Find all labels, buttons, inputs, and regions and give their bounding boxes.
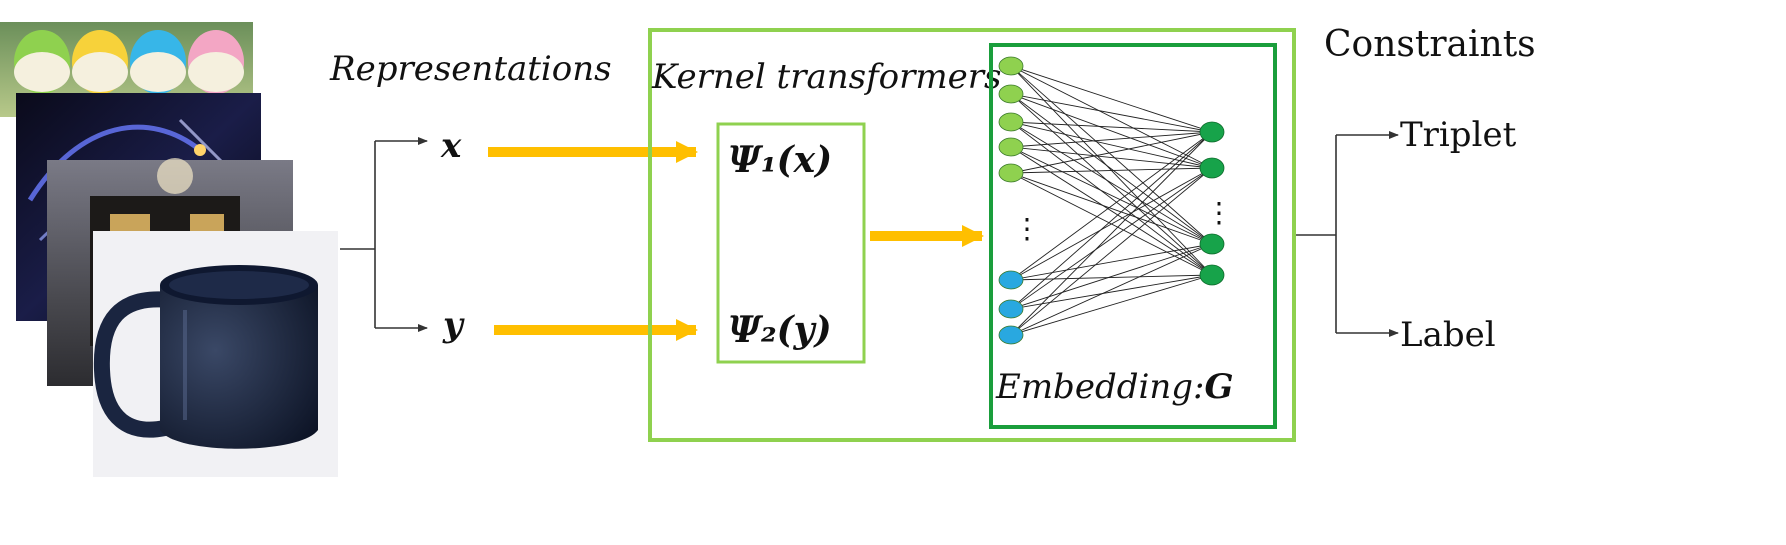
constraints-label: Constraints bbox=[1324, 24, 1536, 65]
network-edge bbox=[1010, 146, 1213, 245]
embedding-symbol-g: G bbox=[1204, 367, 1233, 407]
input-node-green bbox=[998, 56, 1024, 76]
network-edge bbox=[1010, 131, 1213, 310]
output-node bbox=[1199, 157, 1225, 179]
constraints-branch bbox=[1296, 131, 1399, 337]
y-variable: y bbox=[442, 305, 465, 345]
left-nodes-ellipsis: ⋮ bbox=[1013, 212, 1041, 245]
psi-box bbox=[716, 122, 866, 364]
network-edge bbox=[1010, 93, 1213, 133]
network-edge bbox=[1010, 93, 1213, 276]
network-edge bbox=[1010, 274, 1213, 336]
label-label: Label bbox=[1400, 315, 1496, 355]
kernel-transformers-label: Kernel transformers bbox=[651, 57, 1001, 97]
psi2-label: Ψ₂(y) bbox=[728, 309, 832, 351]
network-edge bbox=[1010, 274, 1213, 281]
network-edge bbox=[1010, 93, 1213, 169]
network-edge bbox=[1010, 146, 1213, 276]
input-node-green bbox=[998, 112, 1024, 132]
output-node bbox=[1199, 121, 1225, 143]
network-edge bbox=[1010, 65, 1213, 169]
input-node-green bbox=[998, 84, 1024, 104]
input-node-blue bbox=[998, 299, 1024, 319]
embedding-prefix: Embedding: bbox=[995, 367, 1204, 407]
input-node-green bbox=[998, 163, 1024, 183]
network-edge bbox=[1010, 93, 1213, 245]
network-edge bbox=[1010, 121, 1213, 133]
network-edge bbox=[1010, 131, 1213, 336]
toy-eggs-photo bbox=[0, 22, 253, 117]
mug-photo bbox=[93, 231, 338, 477]
network-edge bbox=[1010, 131, 1213, 174]
embedding-box bbox=[989, 43, 1277, 429]
input-node-green bbox=[998, 137, 1024, 157]
network-edge bbox=[1010, 121, 1213, 169]
network-edge bbox=[1010, 243, 1213, 336]
embedding-network bbox=[998, 56, 1225, 345]
photo-stack bbox=[0, 22, 338, 477]
representation-branch bbox=[340, 137, 428, 332]
network-edge bbox=[1010, 167, 1213, 310]
network-edge bbox=[1010, 243, 1213, 310]
input-node-blue bbox=[998, 270, 1024, 290]
kernel-embedding-box bbox=[648, 28, 1296, 442]
network-edge bbox=[1010, 167, 1213, 281]
embedding-label: Embedding:G bbox=[995, 367, 1234, 407]
network-edge bbox=[1010, 131, 1213, 281]
network-edge bbox=[1010, 243, 1213, 281]
network-edge bbox=[1010, 167, 1213, 174]
network-edge bbox=[1010, 167, 1213, 336]
network-edge bbox=[1010, 65, 1213, 133]
triplet-label: Triplet bbox=[1400, 115, 1517, 155]
network-edge bbox=[1010, 65, 1213, 245]
network-edge bbox=[1010, 121, 1213, 245]
output-node bbox=[1199, 233, 1225, 255]
network-edge bbox=[1010, 172, 1213, 245]
x-variable: x bbox=[440, 126, 462, 166]
network-edge bbox=[1010, 146, 1213, 169]
output-node bbox=[1199, 264, 1225, 286]
representations-label: Representations bbox=[329, 49, 612, 89]
psi1-label: Ψ₁(x) bbox=[728, 139, 832, 181]
right-nodes-ellipsis: ⋮ bbox=[1205, 196, 1233, 229]
network-edge bbox=[1010, 121, 1213, 276]
network-edge bbox=[1010, 274, 1213, 310]
input-node-blue bbox=[998, 325, 1024, 345]
network-edge bbox=[1010, 131, 1213, 148]
